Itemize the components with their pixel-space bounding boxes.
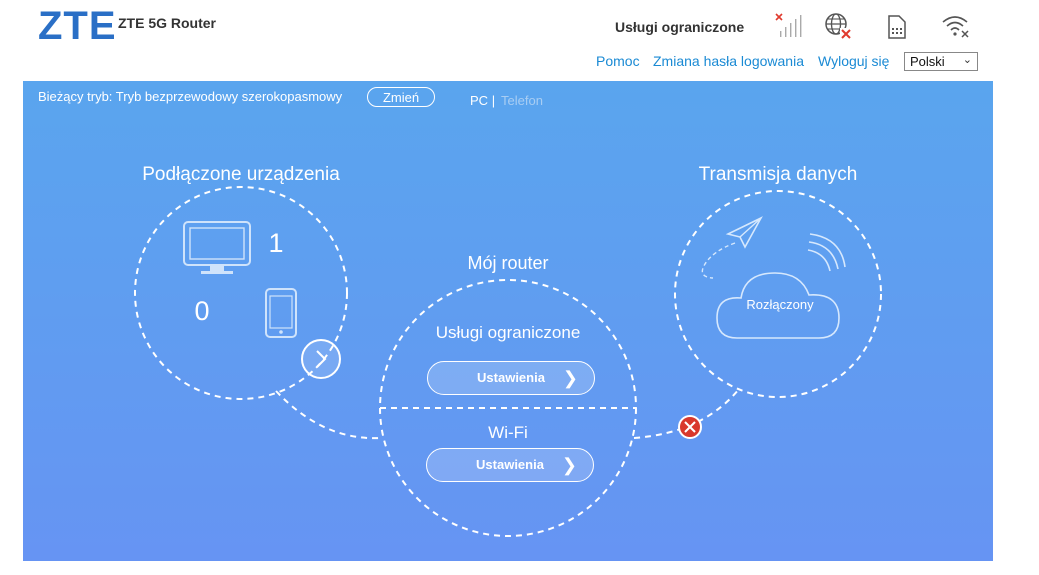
view-pc-link[interactable]: PC |	[470, 93, 495, 108]
phone-count: 0	[194, 296, 210, 326]
connection-status: Rozłączony	[746, 297, 814, 312]
devices-arrow-button	[301, 339, 341, 379]
paper-plane-icon	[701, 216, 763, 279]
view-phone-link[interactable]: Telefon	[501, 93, 543, 108]
data-transfer-title: Transmisja danych	[698, 164, 858, 185]
zte-logo: ZTE	[38, 4, 117, 48]
wifi-off-icon	[942, 16, 969, 38]
change-mode-button[interactable]: Zmień	[367, 87, 435, 107]
change-password-link[interactable]: Zmiana hasła logowania	[653, 53, 804, 69]
current-mode-text: Bieżący tryb: Tryb bezprzewodowy szeroko…	[38, 89, 343, 104]
language-select[interactable]: Polski ⌄	[904, 52, 978, 71]
data-circle	[674, 190, 882, 398]
sim-icon	[888, 15, 906, 39]
devices-circle	[134, 186, 348, 400]
chevron-right-icon: ❯	[562, 368, 578, 388]
signal-icon	[775, 13, 802, 37]
product-name: ZTE 5G Router	[118, 15, 217, 31]
devices-router-connector	[275, 390, 382, 440]
phone-icon	[265, 288, 297, 338]
wifi-settings-label: Ustawienia	[476, 457, 544, 472]
wifi-label: Wi-Fi	[488, 423, 528, 442]
wifi-settings-button[interactable]: Ustawienia ❯	[426, 448, 594, 482]
pc-count: 1	[268, 228, 284, 258]
router-service-status: Usługi ograniczone	[435, 323, 581, 342]
network-diagram	[134, 186, 882, 537]
devices-title: Podłączone urządzenia	[142, 164, 340, 185]
help-link[interactable]: Pomoc	[596, 53, 640, 69]
router-title: Mój router	[467, 253, 549, 273]
cloud-icon	[716, 272, 840, 339]
chevron-down-icon: ⌄	[962, 54, 972, 66]
mobile-settings-label: Ustawienia	[477, 370, 545, 385]
logout-link[interactable]: Wyloguj się	[818, 53, 890, 69]
signal-waves-icon	[807, 233, 846, 272]
computer-icon	[183, 221, 251, 274]
mobile-settings-button[interactable]: Ustawienia ❯	[427, 361, 595, 395]
view-pc-label: PC	[470, 93, 489, 108]
main-panel: Bieżący tryb: Tryb bezprzewodowy szeroko…	[23, 81, 993, 561]
network-status-text: Usługi ograniczone	[615, 19, 745, 35]
view-separator: |	[491, 93, 496, 108]
chevron-right-icon: ❯	[561, 455, 577, 475]
globe-disconnected-icon	[825, 13, 852, 40]
disconnected-error-icon	[678, 415, 702, 439]
router-data-connector	[633, 388, 740, 439]
language-value: Polski	[910, 54, 945, 69]
